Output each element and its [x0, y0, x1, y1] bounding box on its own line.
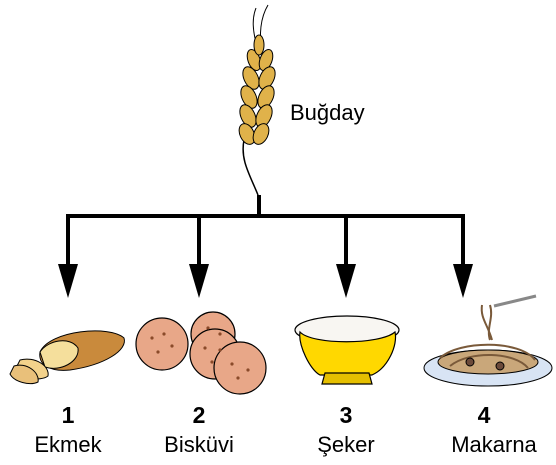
product-number: 4 [478, 402, 491, 428]
biscuit-icon [136, 312, 266, 394]
sugar-bowl-icon [295, 316, 399, 384]
product-name: Makarna [451, 432, 537, 457]
product-name: Şeker [317, 432, 374, 457]
product-item-2: 2 Bisküvi [164, 402, 234, 457]
product-name: Ekmek [34, 432, 102, 457]
product-number: 2 [193, 402, 206, 428]
branch-lines [66, 195, 465, 270]
product-number: 3 [340, 402, 353, 428]
product-item-1: 1 Ekmek [34, 402, 102, 457]
product-item-3: 3 Şeker [317, 402, 374, 457]
bread-icon [10, 331, 124, 384]
arrowheads [58, 264, 473, 298]
product-number: 1 [62, 402, 75, 428]
wheat-icon [236, 5, 278, 195]
source-label: Buğday [290, 100, 365, 125]
product-item-4: 4 Makarna [451, 402, 537, 457]
product-name: Bisküvi [164, 432, 234, 457]
pasta-plate-icon [424, 296, 552, 386]
